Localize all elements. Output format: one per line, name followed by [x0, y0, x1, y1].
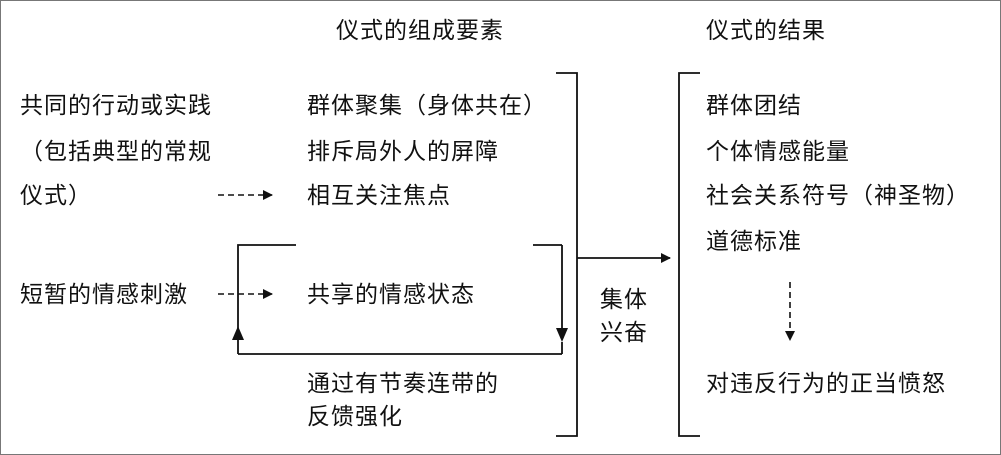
feedback-line-1: 通过有节奏连带的: [307, 371, 499, 397]
feedback-loop-up-arrowhead: [232, 326, 244, 340]
components-bracket: [556, 72, 578, 437]
result-morality: 道德标准: [706, 229, 802, 255]
feedback-loop-top-left: [237, 244, 296, 335]
input-emotion: 短暂的情感刺激: [20, 282, 188, 308]
header-results: 仪式的结果: [706, 18, 826, 44]
feedback-line-2: 反馈强化: [307, 404, 403, 430]
input-practice-line-2: （包括典型的常规: [20, 139, 212, 165]
result-emotional-energy: 个体情感能量: [706, 139, 850, 165]
input-practice-line-3: 仪式）: [20, 183, 92, 209]
middle-line-1: 集体: [600, 287, 648, 313]
middle-line-2: 兴奋: [600, 320, 648, 346]
feedback-loop-down-arrowhead: [556, 328, 568, 342]
component-focus: 相互关注焦点: [307, 183, 451, 209]
input-practice-line-1: 共同的行动或实践: [20, 93, 212, 119]
result-symbols: 社会关系符号（神圣物）: [706, 183, 970, 209]
header-elements: 仪式的组成要素: [336, 18, 504, 44]
component-assembly: 群体聚集（身体共在）: [307, 93, 547, 119]
result-solidarity: 群体团结: [706, 93, 802, 119]
results-bracket: [678, 72, 700, 437]
result-righteous-anger: 对违反行为的正当愤怒: [706, 371, 946, 397]
component-barrier: 排斥局外人的屏障: [307, 139, 499, 165]
component-shared-mood: 共享的情感状态: [307, 282, 475, 308]
